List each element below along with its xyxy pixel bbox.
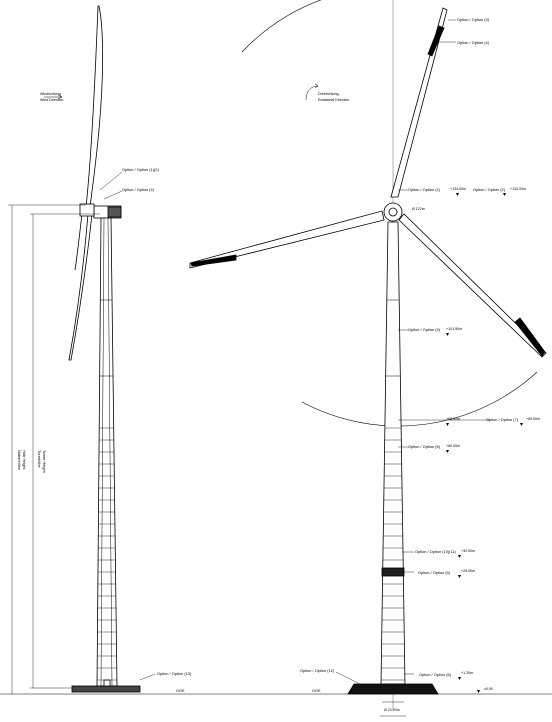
front-option-1: Option / Option (1) <box>408 187 441 192</box>
side-blade-lower-b <box>74 213 83 271</box>
front-option-4: Option / Option (4) <box>457 40 490 45</box>
front-option-5: Option / Option (5) <box>418 570 451 575</box>
elevation-markers <box>446 193 523 693</box>
rotation-arrow-icon <box>305 83 319 101</box>
wind-direction-label-1: Windrichtung <box>40 92 61 96</box>
foundation-diameter-label: Ø 23,00m <box>384 708 400 712</box>
rotor-arc-bottom <box>301 371 538 427</box>
blade-up <box>390 7 448 198</box>
front-option-9: Option / Option (9) <box>408 327 441 332</box>
front-foundation <box>347 683 439 695</box>
blade-left <box>189 210 385 269</box>
front-tower-rings <box>381 299 405 681</box>
blade-right <box>398 213 547 358</box>
hub-height-label-1: Nabenhöhe <box>17 450 22 470</box>
front-option-3: Option / Option (3) <box>457 17 490 22</box>
side-ground-label: GOK <box>176 688 185 693</box>
side-view <box>0 5 552 695</box>
elevation-32: +32,00m <box>461 549 475 553</box>
elevation-29: +29,00m <box>461 569 475 573</box>
elevation-60: +60,00m <box>446 444 460 448</box>
hub-height-label-2: Hub Height <box>22 450 27 470</box>
elevation-69-b: +69,00m <box>526 417 540 421</box>
side-blade-upper <box>85 5 104 209</box>
side-nacelle-rear <box>107 206 122 218</box>
tower-height-label-1: Turmhöhe <box>37 450 42 468</box>
elevation-0: ±0,00 <box>484 687 493 691</box>
elevation-1-2: +1,20m <box>461 671 473 675</box>
front-option-10-11: Option / Option (10)(11) <box>415 549 457 554</box>
side-hub <box>79 203 95 217</box>
side-option-4: Option / Option (4) <box>122 187 155 192</box>
front-view <box>189 0 547 717</box>
side-blade-lower <box>68 213 93 361</box>
rotation-direction-label-2: Rotational Direction <box>318 98 349 102</box>
front-tower <box>380 221 406 685</box>
elevation-69-a: +69,00m <box>446 417 460 421</box>
front-option-7: Option / Option (7) <box>486 417 519 422</box>
rotation-direction-label-1: Drehrichtung <box>318 92 339 96</box>
side-tower-rings <box>97 299 117 681</box>
rotor-diameter-label: Ø 122m <box>412 207 425 211</box>
wind-arrow-icon <box>44 94 63 100</box>
wind-direction-label-2: Wind Direction <box>40 98 63 102</box>
front-option-8: Option / Option (8) <box>408 444 441 449</box>
front-option-12: Option / Option (12) <box>300 668 335 673</box>
elevation-134-a: +134,00m <box>450 187 466 191</box>
front-option-6: Option / Option (6) <box>419 672 452 677</box>
rotor-hub <box>383 202 403 222</box>
rotor-arc-top <box>241 0 462 53</box>
side-foundation <box>71 685 141 693</box>
front-ground-label: GOK <box>312 688 321 693</box>
elevation-134-b: +134,00m <box>510 187 526 191</box>
side-option-13: Option / Option (13) <box>157 671 192 676</box>
front-option-2: Option / Option (2) <box>473 187 506 192</box>
tower-height-label-2: Tower Height <box>42 450 47 474</box>
elevation-101: +101,50m <box>446 327 462 331</box>
side-option-1-2: Option / Option (1)(2) <box>122 167 159 172</box>
